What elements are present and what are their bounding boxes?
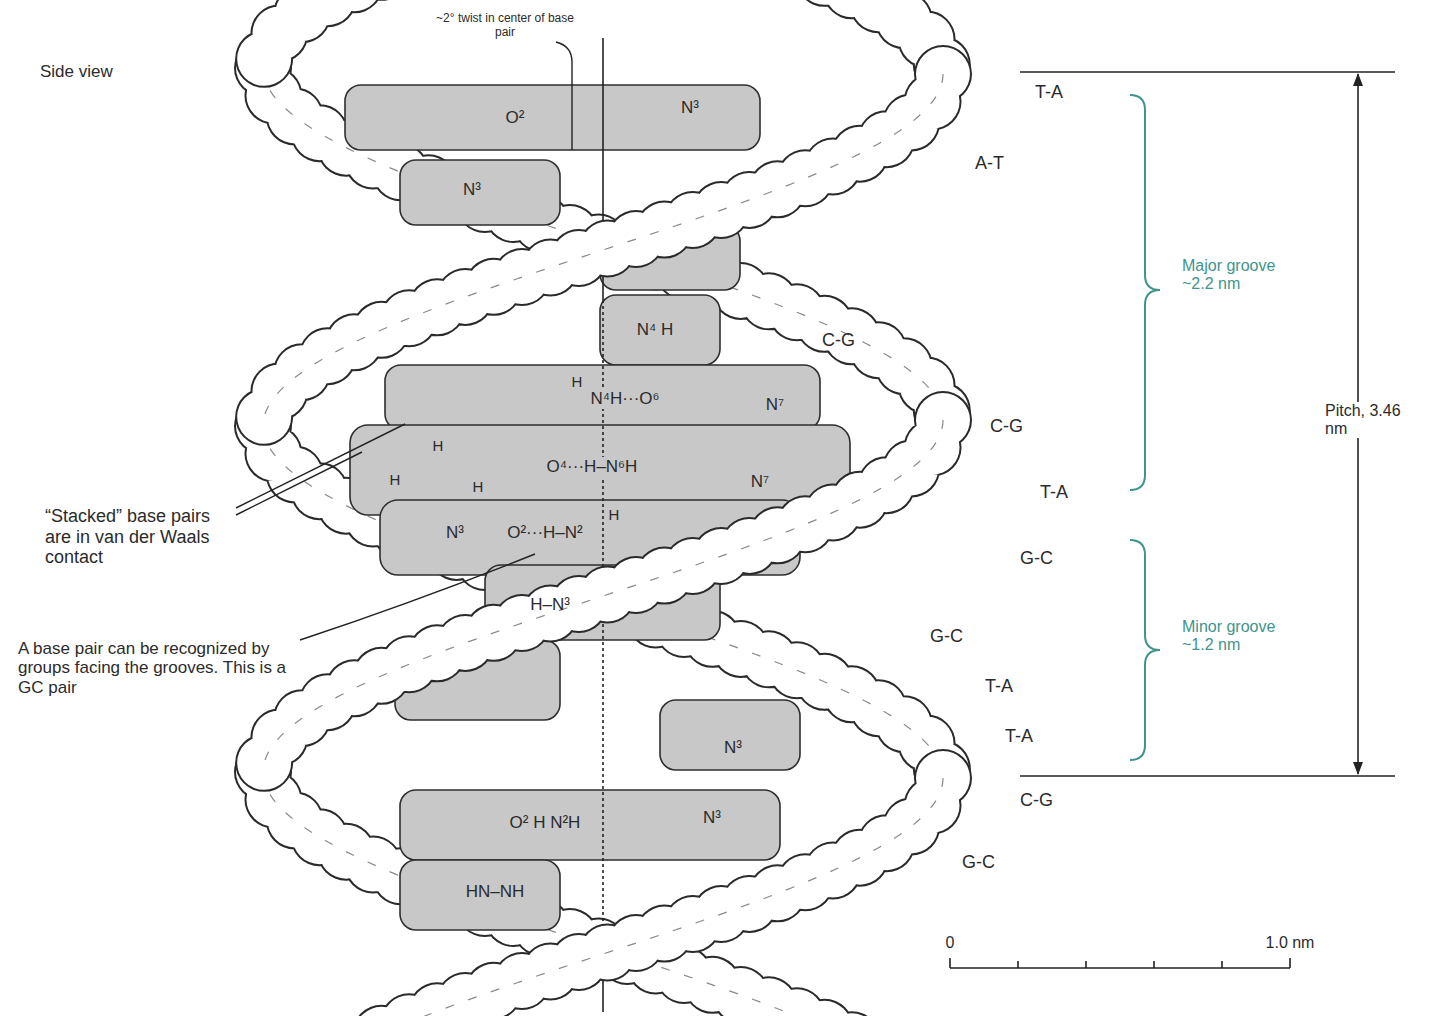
atom-label: N³ [703, 808, 721, 828]
pitch-dimension: Pitch, 3.46 nm [1322, 402, 1418, 439]
base-pair-label: T-A [1005, 726, 1033, 747]
atom-label: O² [506, 108, 525, 128]
leader-line [236, 424, 405, 508]
groove-brace [1130, 95, 1160, 490]
callout-note: A base pair can be recognized by groups … [18, 639, 298, 698]
base-pair-label: G-C [962, 852, 995, 873]
scale-tick [1289, 958, 1291, 968]
scale-tick [949, 958, 951, 968]
atom-label: N³ [463, 180, 481, 200]
atom-label: N³ [681, 98, 699, 118]
atom-label: H [473, 478, 484, 495]
base-pair-label: G-C [1020, 548, 1053, 569]
scale-value: 0 [946, 934, 955, 952]
base-pair-slab [400, 860, 560, 930]
arrowhead [1353, 73, 1363, 86]
scale-line [950, 967, 1290, 969]
base-pair-slab [400, 160, 560, 225]
base-pair-label: C-G [1020, 790, 1053, 811]
pitch-limit-line [1020, 775, 1395, 777]
atom-label: N³ [724, 738, 742, 758]
scale-bar [950, 958, 1290, 968]
backbone-strand [263, 74, 943, 426]
base-pair-slab [660, 700, 800, 770]
base-pair-slab [345, 85, 760, 150]
backbone-strand [263, 74, 943, 426]
atom-label: H [572, 373, 583, 390]
front-backbone [263, 0, 943, 1016]
atom-label: H [390, 471, 401, 488]
backbone-texture [263, 778, 943, 1016]
atom-label: H–N³ [530, 595, 570, 615]
view-title: Side view [40, 62, 113, 82]
groove-brace [1130, 540, 1160, 760]
pitch-limit-line [1020, 71, 1395, 73]
base-pair-label: C-G [822, 330, 855, 351]
base-pair-label: C-G [990, 416, 1023, 437]
leader-line [236, 452, 362, 515]
groove-dimension: Major groove ~2.2 nm [1182, 257, 1277, 294]
backbone-strand [263, 778, 943, 1016]
groove-dimension: Minor groove ~1.2 nm [1182, 618, 1277, 655]
atom-label: N⁷ [751, 472, 769, 492]
base-pair-label: T-A [985, 676, 1013, 697]
base-pair-label: T-A [1040, 482, 1068, 503]
backbone-strand [263, 0, 943, 68]
atom-label: H [433, 437, 444, 454]
backbone-strand [263, 420, 943, 772]
scale-tick [1153, 961, 1155, 968]
scale-value: 1.0 nm [1266, 934, 1315, 952]
atom-label: H [609, 506, 620, 523]
base-pair-slab [600, 295, 720, 365]
atom-label: O⁴···H–N⁶H [544, 457, 641, 477]
base-pair-label: G-C [930, 626, 963, 647]
arrowhead [1353, 762, 1363, 775]
scale-tick [1017, 961, 1019, 968]
backbone-strand [263, 420, 943, 772]
backbone-texture [263, 74, 943, 426]
backbone-strand [263, 778, 943, 1016]
atom-label: HN–NH [466, 882, 525, 902]
atom-label: N⁴H···O⁶ [587, 389, 662, 409]
base-pair-label: A-T [975, 153, 1004, 174]
atom-label: N³ [446, 523, 464, 543]
atom-label: N⁷ [766, 395, 784, 415]
scale-tick [1221, 961, 1223, 968]
atom-label: N⁴ H [637, 320, 674, 340]
callout-note: “Stacked” base pairs are in van der Waal… [45, 506, 230, 568]
backbone-strand [263, 0, 943, 68]
base-pair-slab [400, 790, 780, 860]
leader-line [300, 554, 535, 640]
backbone-texture [263, 420, 943, 772]
atom-label: O² H N²H [510, 813, 581, 833]
base-pair-label: T-A [1035, 82, 1063, 103]
leader-line [556, 42, 572, 150]
scale-tick [1085, 961, 1087, 968]
atom-label: O²···H–N² [507, 523, 583, 543]
annotation-note: ~2° twist in center of base pair [430, 12, 580, 40]
